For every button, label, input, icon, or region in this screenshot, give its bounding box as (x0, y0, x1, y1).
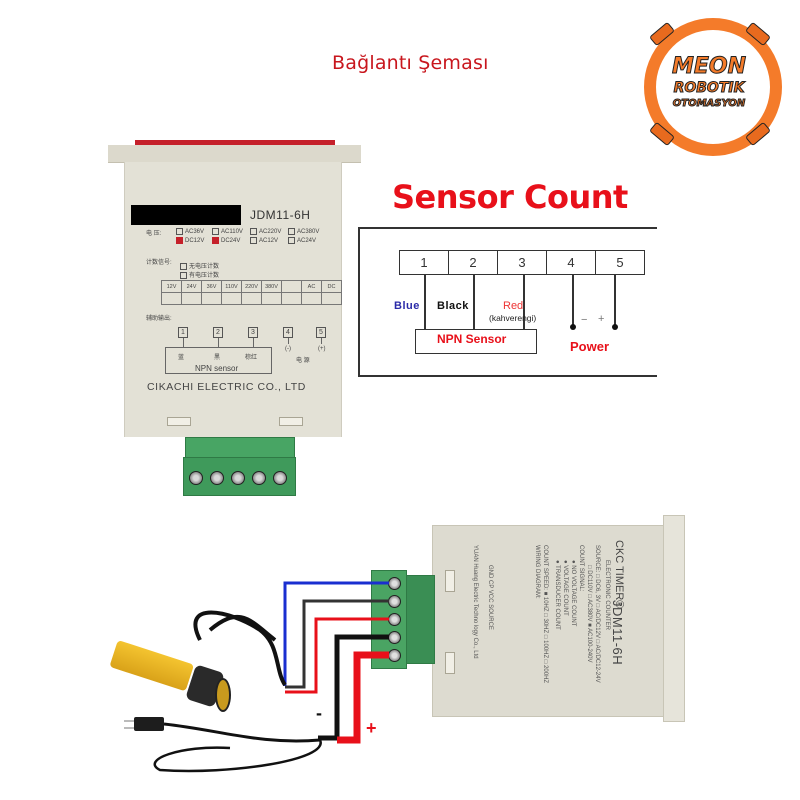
aux-output-label: 辅助输出: (146, 316, 172, 322)
wire-5 (614, 274, 616, 326)
terminal-block-body (405, 575, 435, 664)
plus-label: + (598, 313, 605, 325)
plug-prong (124, 727, 134, 729)
checkbox-icon (176, 228, 183, 235)
mount-slot (279, 417, 303, 426)
checkbox-icon (180, 263, 187, 270)
voltage-options: AC36V AC110V AC220V AC380V DC12V DC24V A… (176, 228, 326, 244)
logo-text-otomasyon: OTOMASYON (672, 98, 746, 110)
terminal-dot-icon (612, 324, 618, 330)
sensor-count-diagram (358, 227, 657, 377)
power-label: Power (570, 339, 610, 354)
terminal-label-5: 5 (316, 327, 326, 338)
checkbox-icon (250, 228, 257, 235)
mount-slot (445, 570, 455, 592)
redacted-label (131, 205, 241, 225)
terminal-label-3: 3 (248, 327, 258, 338)
count-signal-label: 计数信号: (146, 260, 172, 266)
logo-text-meon: MEON (671, 54, 747, 80)
wire-3 (523, 274, 525, 329)
checkbox-icon (288, 237, 295, 245)
wire-power-negative (318, 634, 389, 741)
wire-4 (572, 274, 574, 326)
wire-label-blue: Blue (394, 300, 420, 312)
device-bezel-side (663, 515, 685, 722)
power-label-cn: 电 源 (296, 358, 310, 364)
mount-slot (167, 417, 191, 426)
mount-slot (445, 652, 455, 674)
voltage-option: AC36V (176, 228, 212, 235)
screw-terminal-2 (210, 471, 224, 485)
power-plug-icon (134, 717, 164, 731)
wire-1 (424, 274, 426, 329)
company-name: CIKACHI ELECTRIC CO., LTD (147, 381, 306, 393)
npn-sensor-label: NPN sensor (195, 364, 239, 373)
sensor-lens (215, 678, 231, 712)
minus-label: − (581, 314, 588, 326)
voltage-option: AC110V (212, 228, 250, 235)
voltage-option: DC24V (212, 237, 250, 244)
voltage-table: 12V 24V 36V 110V 220V 380V AC DC (161, 280, 342, 305)
terminal-1: 1 (400, 251, 449, 274)
wire-label-black: Black (437, 300, 469, 312)
screw-terminal-5 (273, 471, 287, 485)
terminal-4: 4 (547, 251, 596, 274)
terminal-label-4: 4 (283, 327, 293, 338)
wire-label-red-note: (kahverengi) (489, 313, 537, 323)
terminal-row: 1 2 3 4 5 (399, 250, 645, 275)
screw-terminal-4 (252, 471, 266, 485)
npn-sensor-box (415, 329, 537, 354)
screw-terminal-1 (189, 471, 203, 485)
sensor-count-title: Sensor Count (392, 178, 628, 216)
wire-label-red: Red (503, 300, 524, 312)
terminal-3: 3 (498, 251, 547, 274)
wire-power-positive (337, 651, 389, 744)
wire-2 (473, 274, 475, 329)
wire-black-signal (285, 599, 389, 689)
plug-prong (124, 720, 134, 722)
page-title: Bağlantı Şeması (332, 52, 489, 74)
checkbox-icon (250, 237, 257, 245)
voltage-option: AC220V (250, 228, 288, 235)
screw-terminal-3 (231, 471, 245, 485)
npn-sensor-box (165, 347, 272, 374)
voltage-option: AC380V (288, 228, 326, 235)
checkbox-checked-icon (212, 237, 219, 245)
checkbox-icon (180, 272, 187, 280)
wire-blue (283, 581, 389, 686)
checkbox-icon (212, 228, 219, 235)
voltage-option: DC12V (176, 237, 212, 244)
device-side-panel (432, 525, 670, 717)
device-model: JDM11-6H (250, 208, 311, 222)
wire-red (285, 617, 389, 694)
device-display-window (135, 140, 335, 147)
checkbox-icon (288, 228, 295, 235)
terminal-label-2: 2 (213, 327, 223, 338)
logo-text-robotik: ROBOTIK (673, 80, 745, 97)
terminal-dot-icon (570, 324, 576, 330)
positive-sign: + (366, 718, 377, 738)
voltage-option: AC24V (288, 237, 326, 244)
checkbox-checked-icon (176, 237, 183, 245)
meon-logo: MEON ROBOTIK OTOMASYON (636, 10, 782, 156)
terminal-2: 2 (449, 251, 498, 274)
sensor-cable (193, 610, 287, 687)
npn-sensor-label: NPN Sensor (437, 332, 507, 346)
terminal-5: 5 (616, 255, 624, 270)
voltage-option: AC12V (250, 237, 288, 244)
count-signal-options: 无电压计数 有电压计数 (180, 263, 219, 281)
negative-sign: - (316, 703, 322, 723)
voltage-label: 电 压: (146, 231, 162, 237)
power-cord (163, 722, 321, 743)
terminal-label-1: 1 (178, 327, 188, 338)
